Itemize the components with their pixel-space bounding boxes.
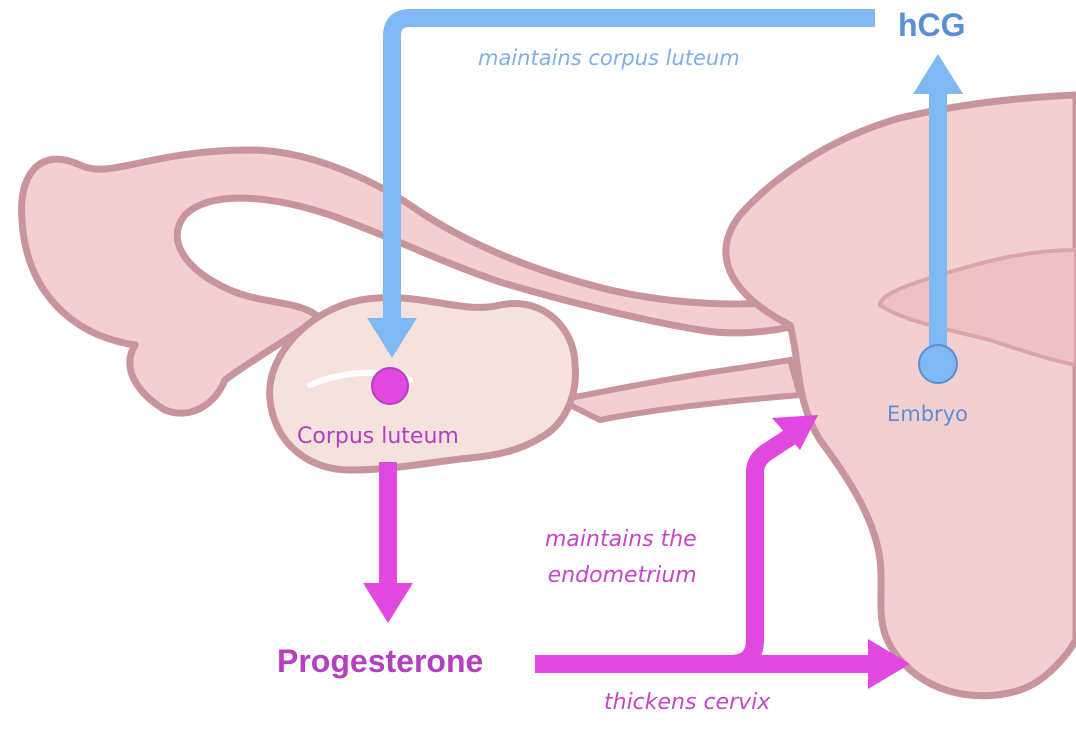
endometrium-action-label: maintains the endometrium <box>545 522 697 594</box>
embryo-marker <box>919 345 957 383</box>
embryo-label: Embryo <box>887 402 968 426</box>
hcg-action-label: maintains corpus luteum <box>478 46 740 70</box>
ovarian-ligament <box>560 360 800 420</box>
cervix-action-label: thickens cervix <box>604 690 770 715</box>
hcg-label: hCG <box>898 7 966 44</box>
endometrium-action-line2: endometrium <box>545 558 697 594</box>
corpus-luteum-to-progesterone-arrowhead <box>363 583 413 623</box>
endometrium-action-line1: maintains the <box>545 522 697 558</box>
corpus-luteum-marker <box>372 368 408 404</box>
progesterone-to-endometrium-arrow <box>730 437 790 664</box>
embryo-to-hcg-arrowhead <box>913 54 963 94</box>
corpus-luteum-label: Corpus luteum <box>297 424 459 449</box>
progesterone-label: Progesterone <box>277 643 483 680</box>
